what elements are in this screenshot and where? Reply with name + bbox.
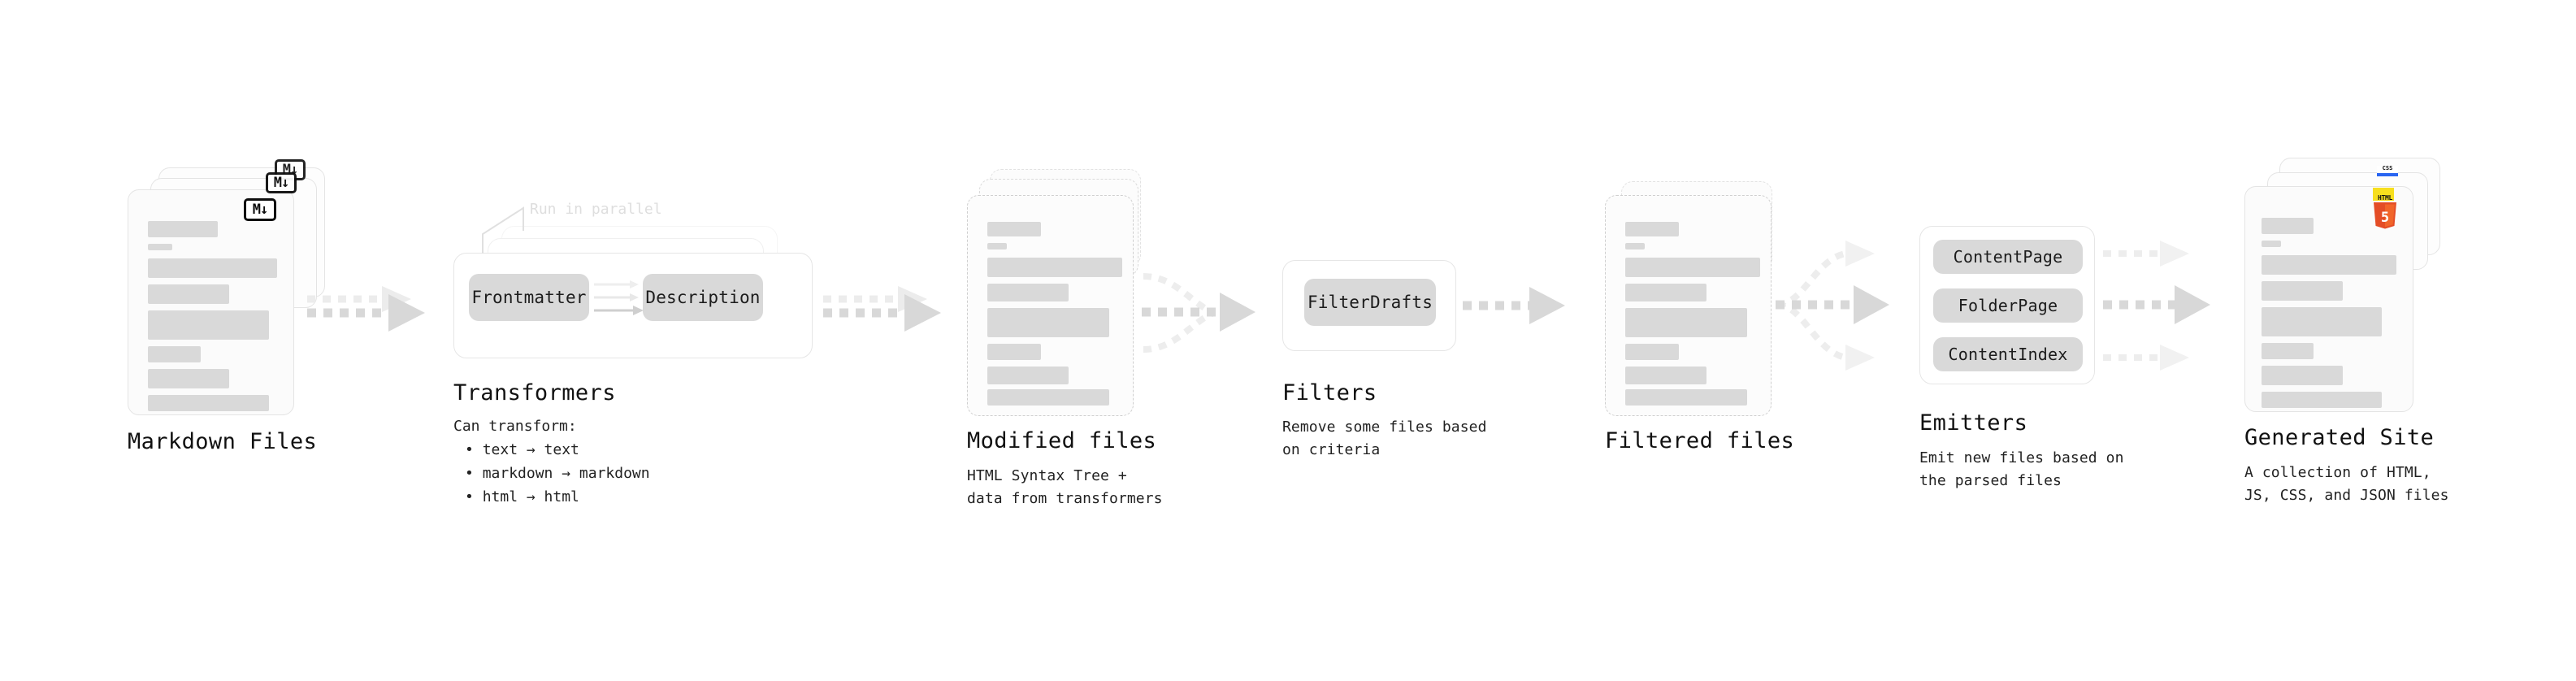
connector-modified-to-filters <box>1142 273 1255 353</box>
doc-bar <box>1625 284 1706 301</box>
emitter-node-folderpage[interactable]: FolderPage <box>1933 288 2083 323</box>
stage-title-filtered-files: Filtered files <box>1605 428 1795 453</box>
connector-filters-to-filtered <box>1463 287 1565 324</box>
doc-bar <box>987 284 1069 301</box>
stage-title-generated-site: Generated Site <box>2244 425 2435 450</box>
doc-bar <box>148 310 269 340</box>
transformer-node-description[interactable]: Description <box>643 274 763 321</box>
doc-bar <box>148 369 229 388</box>
connector-transformers-to-modified <box>823 286 941 332</box>
doc-bar <box>148 258 277 278</box>
doc-bar <box>148 284 229 304</box>
stage-title-emitters: Emitters <box>1919 410 2028 436</box>
markdown-badge-front: M↓ <box>244 198 276 221</box>
filtered-file-card-front <box>1605 195 1772 416</box>
markdown-badge-label: M <box>273 175 282 191</box>
doc-bar <box>1625 367 1706 384</box>
doc-bar <box>987 367 1069 384</box>
markdown-badge-mid: M↓ <box>266 172 297 193</box>
stage-subtitle-modified-files: HTML Syntax Tree + data from transformer… <box>967 467 1163 507</box>
doc-bar <box>148 346 201 362</box>
transformers-capability-list: Can transform: text → text markdown → ma… <box>453 414 650 510</box>
html5-shield-icon: 5 <box>2374 202 2396 229</box>
doc-bar <box>987 344 1041 360</box>
transformer-inner-arrows <box>594 280 644 315</box>
transformers-capability-item: text → text <box>465 438 650 462</box>
html5-badge: HTML 5 <box>2371 195 2399 231</box>
doc-bar <box>1625 243 1645 249</box>
modified-file-card-front <box>967 195 1134 416</box>
doc-bar <box>2262 392 2382 408</box>
stage-title-filters: Filters <box>1282 380 1377 406</box>
stage-subtitle-generated-site: A collection of HTML, JS, CSS, and JSON … <box>2244 464 2449 504</box>
doc-bar <box>2262 281 2343 301</box>
transformer-node-frontmatter[interactable]: Frontmatter <box>469 274 589 321</box>
doc-bar <box>2262 307 2382 336</box>
doc-bar <box>2262 218 2314 234</box>
doc-bar <box>148 221 218 237</box>
css-badge: CSS <box>2377 166 2398 176</box>
markdown-arrow-glyph: ↓ <box>290 162 298 178</box>
stage-title-modified-files: Modified files <box>967 428 1157 453</box>
doc-bar <box>1625 344 1679 360</box>
emitter-node-contentpage[interactable]: ContentPage <box>1933 240 2083 274</box>
doc-bar <box>1625 258 1760 277</box>
js-badge <box>2373 188 2394 201</box>
markdown-arrow-glyph: ↓ <box>260 202 268 218</box>
connector-markdown-to-transformers <box>307 286 425 332</box>
stage-subtitle-emitters: Emit new files based on the parsed files <box>1919 449 2124 489</box>
html5-badge-label: HTML <box>2377 194 2393 202</box>
doc-bar <box>987 308 1109 337</box>
doc-bar <box>1625 308 1747 337</box>
markdown-arrow-glyph: ↓ <box>281 175 289 191</box>
doc-bar <box>2262 343 2314 359</box>
doc-bar <box>987 389 1109 406</box>
markdown-badge-label: M <box>252 202 261 218</box>
doc-bar <box>987 222 1041 236</box>
transformers-capability-item: markdown → markdown <box>465 462 650 485</box>
stage-subtitle-filters: Remove some files based on criteria <box>1282 419 1487 458</box>
filter-node-filterdrafts[interactable]: FilterDrafts <box>1304 279 1436 326</box>
doc-bar <box>148 244 172 250</box>
doc-bar <box>2262 366 2343 385</box>
doc-bar <box>2262 241 2281 247</box>
transformers-capability-item: html → html <box>465 485 650 509</box>
stage-title-markdown-files: Markdown Files <box>128 429 318 454</box>
run-in-parallel-leader <box>482 206 524 254</box>
emitter-node-contentindex[interactable]: ContentIndex <box>1933 337 2083 371</box>
markdown-badge-label: M <box>282 162 291 178</box>
doc-bar <box>1625 222 1679 236</box>
transformers-capability-lead: Can transform: <box>453 418 577 435</box>
connector-filtered-to-emitters <box>1776 241 1889 371</box>
connector-emitters-to-site <box>2103 241 2210 371</box>
stage-title-transformers: Transformers <box>453 380 616 406</box>
doc-bar <box>1625 389 1747 406</box>
doc-bar <box>2262 255 2396 275</box>
doc-bar <box>987 258 1122 277</box>
css-badge-label: CSS <box>2382 165 2393 171</box>
filters-panel: FilterDrafts <box>1282 260 1456 351</box>
doc-bar <box>148 395 269 411</box>
svg-text:5: 5 <box>2381 210 2389 226</box>
markdown-file-card-front <box>128 189 294 415</box>
emitters-panel: ContentPage FolderPage ContentIndex <box>1919 226 2095 384</box>
doc-bar <box>987 243 1007 249</box>
run-in-parallel-note: Run in parallel <box>530 201 662 218</box>
transformers-panel: Frontmatter Description <box>453 253 813 358</box>
